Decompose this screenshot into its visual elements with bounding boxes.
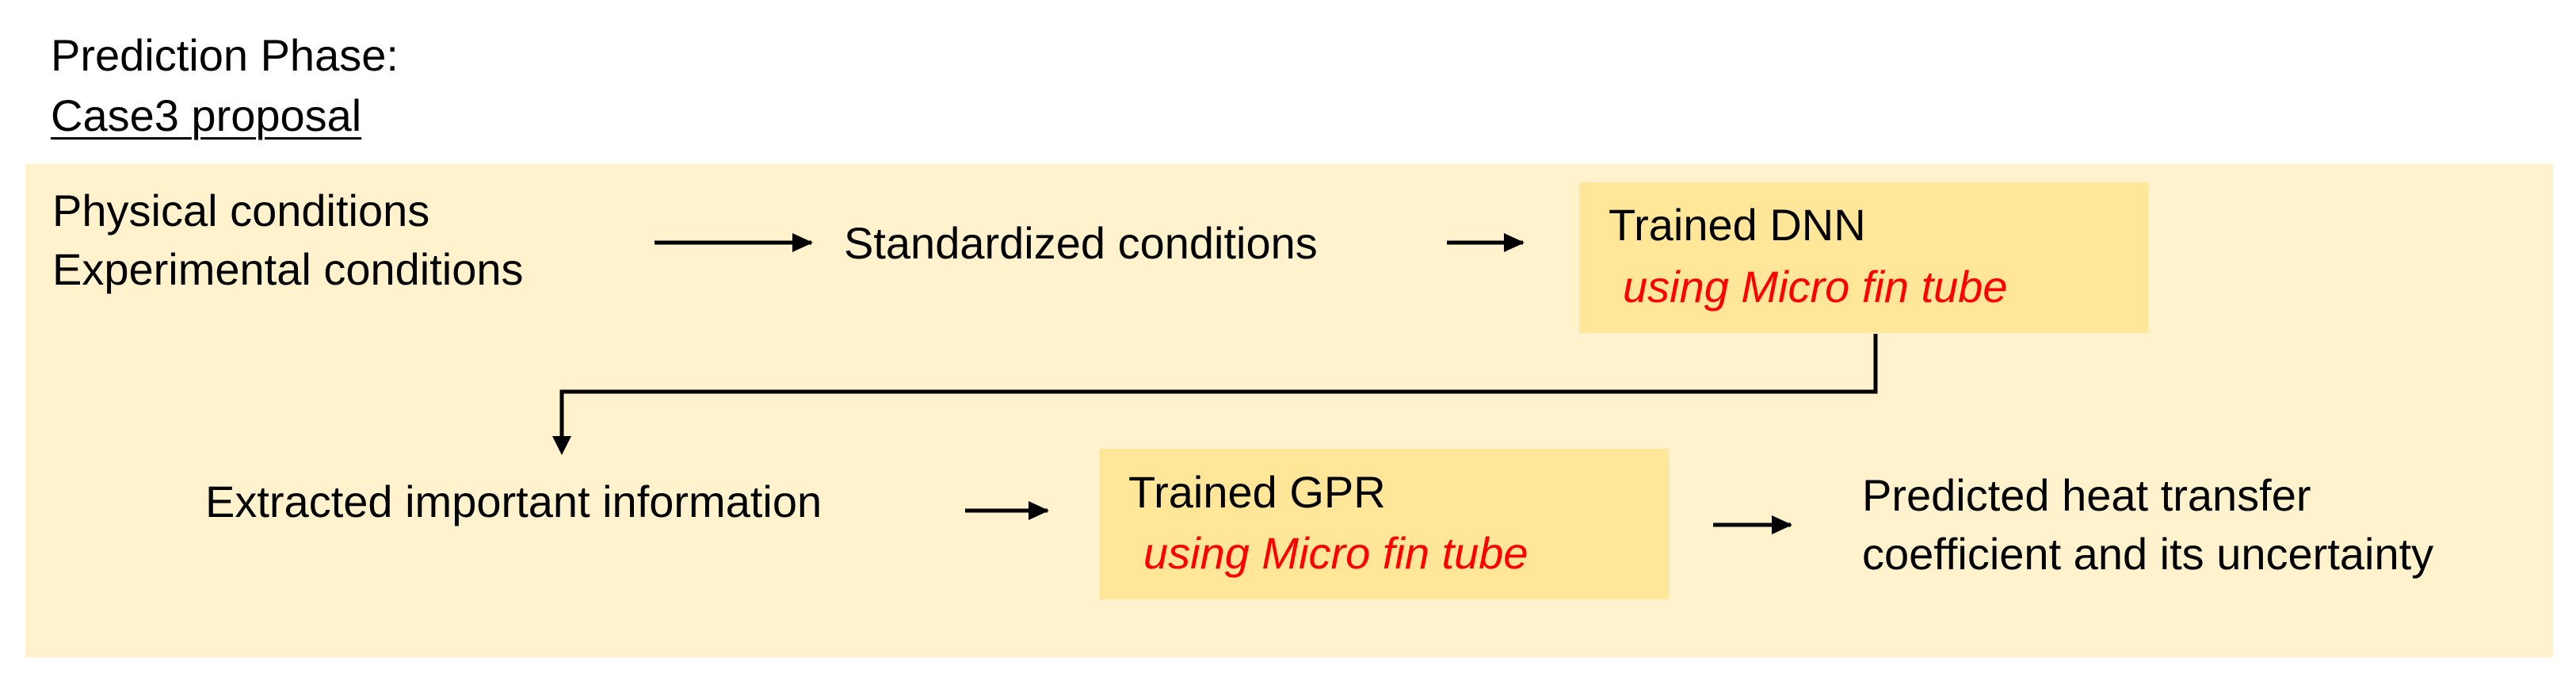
standardized-conditions-label: Standardized conditions xyxy=(844,218,1318,268)
extracted-information-label: Extracted important information xyxy=(205,477,822,526)
input-physical-conditions: Physical conditions xyxy=(52,186,430,235)
output-line-1: Predicted heat transfer xyxy=(1862,470,2311,520)
arrow-head xyxy=(792,233,813,252)
connector-dnn-to-extracted xyxy=(559,334,1878,442)
input-experimental-conditions: Experimental conditions xyxy=(52,244,524,294)
trained-gpr-box xyxy=(1100,449,1669,599)
trained-dnn-label: Trained DNN xyxy=(1609,200,1866,250)
trained-gpr-label: Trained GPR xyxy=(1128,467,1386,517)
diagram-subtitle: Case3 proposal xyxy=(51,90,362,140)
arrow-head xyxy=(1504,233,1525,252)
diagram-title: Prediction Phase: xyxy=(51,30,399,80)
trained-gpr-detail: using Micro fin tube xyxy=(1143,528,1528,578)
arrow-head xyxy=(1028,501,1049,520)
trained-dnn-box xyxy=(1579,182,2148,333)
trained-dnn-detail: using Micro fin tube xyxy=(1623,262,2008,312)
arrow-head xyxy=(1772,515,1792,534)
output-line-2: coefficient and its uncertainty xyxy=(1862,529,2434,579)
arrow-head xyxy=(552,436,571,455)
